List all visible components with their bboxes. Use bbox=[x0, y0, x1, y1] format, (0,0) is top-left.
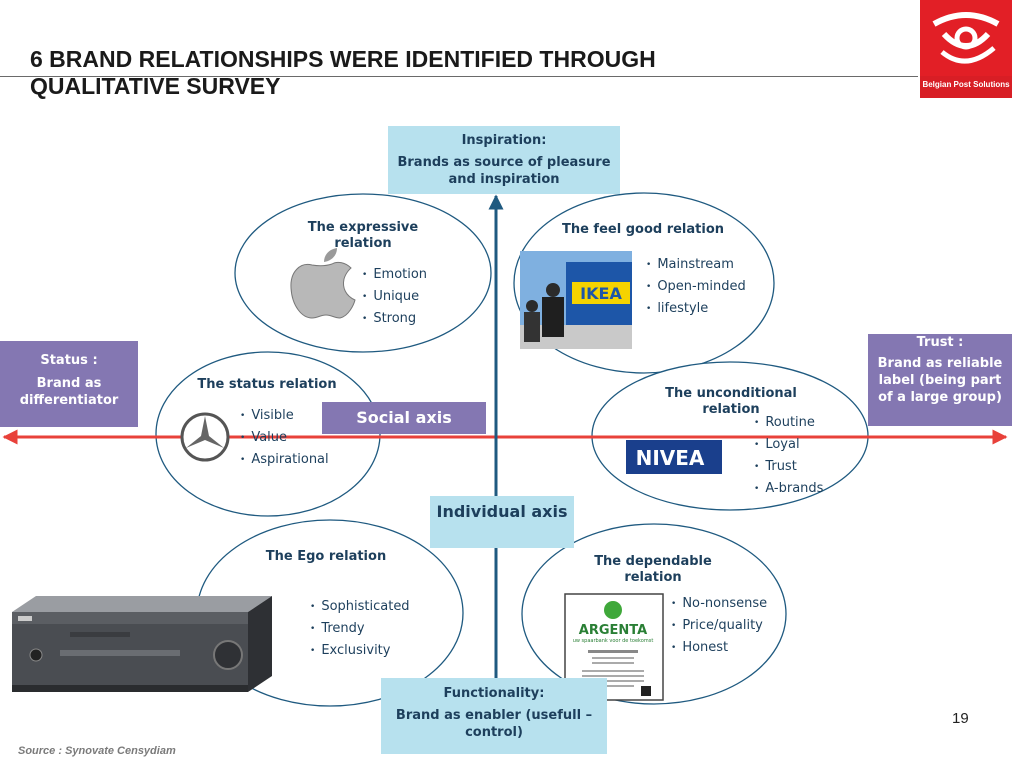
relation-list-status: Visible Value Aspirational bbox=[240, 405, 329, 471]
relation-title-status: The status relation bbox=[197, 377, 337, 392]
argenta-tagline: uw spaarbank voor de toekomst bbox=[573, 638, 654, 644]
page-number: 19 bbox=[952, 710, 969, 727]
title-line-2: QUALITATIVE SURVEY bbox=[30, 73, 281, 99]
relation-list-feel-good: Mainstream Open-minded lifestyle bbox=[646, 254, 746, 320]
relation-title-unconditional: The unconditional relation bbox=[665, 386, 797, 417]
list-item: A-brands bbox=[754, 478, 823, 500]
list-item: Visible bbox=[240, 405, 329, 427]
list-item: Exclusivity bbox=[310, 640, 410, 662]
relation-title-ego: The Ego relation bbox=[265, 549, 387, 564]
list-item: Price/quality bbox=[671, 615, 767, 637]
pole-trust-head: Trust : bbox=[916, 335, 964, 350]
list-item: Value bbox=[240, 427, 329, 449]
relation-list-dependable: No-nonsense Price/quality Honest bbox=[671, 593, 767, 659]
list-item: Unique bbox=[362, 286, 427, 308]
amplifier-icon bbox=[12, 596, 272, 692]
nivea-logo-icon: NIVEA bbox=[626, 440, 722, 474]
source-note: Source : Synovate Censydiam bbox=[18, 745, 176, 757]
list-item: Open-minded bbox=[646, 276, 745, 298]
page-title: 6 BRAND RELATIONSHIPS WERE IDENTIFIED TH… bbox=[30, 46, 890, 100]
pole-functionality: Functionality: Brand as enabler (usefull… bbox=[381, 678, 607, 754]
list-item: Honest bbox=[671, 637, 767, 659]
relation-list-unconditional: Routine Loyal Trust A-brands bbox=[754, 412, 823, 500]
post-horn-logo-icon bbox=[932, 12, 1000, 64]
relation-title-expressive: The expressive relation bbox=[307, 220, 419, 251]
pole-functionality-body: Brand as enabler (usefull – control) bbox=[395, 708, 593, 740]
pole-trust: Trust : Brand as reliable label (being p… bbox=[868, 334, 1012, 426]
pole-status: Status : Brand as differentiator bbox=[0, 341, 138, 427]
social-axis-label: Social axis bbox=[322, 402, 486, 434]
list-item: Strong bbox=[362, 308, 427, 330]
list-item: Sophisticated bbox=[310, 596, 409, 618]
list-item: Mainstream bbox=[646, 254, 746, 276]
relation-title-feel-good: The feel good relation bbox=[561, 222, 725, 237]
list-item: Trust bbox=[754, 456, 823, 478]
pole-inspiration-body: Brands as source of pleasure and inspira… bbox=[397, 155, 611, 187]
ikea-photo-icon: IKEA bbox=[520, 251, 632, 349]
nivea-logo-text: NIVEA bbox=[636, 446, 705, 470]
title-line-1: 6 BRAND RELATIONSHIPS WERE IDENTIFIED TH… bbox=[30, 46, 656, 72]
pole-trust-body: Brand as reliable label (being part of a… bbox=[877, 356, 1003, 405]
list-item: Aspirational bbox=[240, 449, 328, 471]
title-divider bbox=[0, 76, 918, 77]
pole-functionality-head: Functionality: bbox=[443, 686, 545, 701]
relation-title-dependable: The dependable relation bbox=[594, 554, 712, 585]
pole-status-body: Brand as differentiator bbox=[19, 376, 119, 408]
list-item: Emotion bbox=[362, 264, 427, 286]
mercedes-star-icon bbox=[180, 412, 230, 462]
list-item: Trendy bbox=[310, 618, 410, 640]
list-item: Routine bbox=[754, 412, 823, 434]
pole-status-head: Status : bbox=[40, 353, 98, 368]
argenta-logo-text: ARGENTA bbox=[579, 623, 647, 638]
list-item: No-nonsense bbox=[671, 593, 767, 615]
brand-logo-text: Belgian Post Solutions bbox=[922, 80, 1010, 89]
ikea-sign-text: IKEA bbox=[580, 284, 622, 303]
relation-list-expressive: Emotion Unique Strong bbox=[362, 264, 427, 330]
pole-inspiration-head: Inspiration: bbox=[461, 133, 547, 148]
apple-logo-icon bbox=[290, 248, 356, 319]
list-item: lifestyle bbox=[646, 298, 746, 320]
list-item: Loyal bbox=[754, 434, 823, 456]
brand-logo-band bbox=[920, 76, 1012, 98]
individual-axis-label: Individual axis bbox=[430, 496, 574, 548]
relation-list-ego: Sophisticated Trendy Exclusivity bbox=[310, 596, 410, 662]
pole-inspiration: Inspiration: Brands as source of pleasur… bbox=[388, 126, 620, 194]
